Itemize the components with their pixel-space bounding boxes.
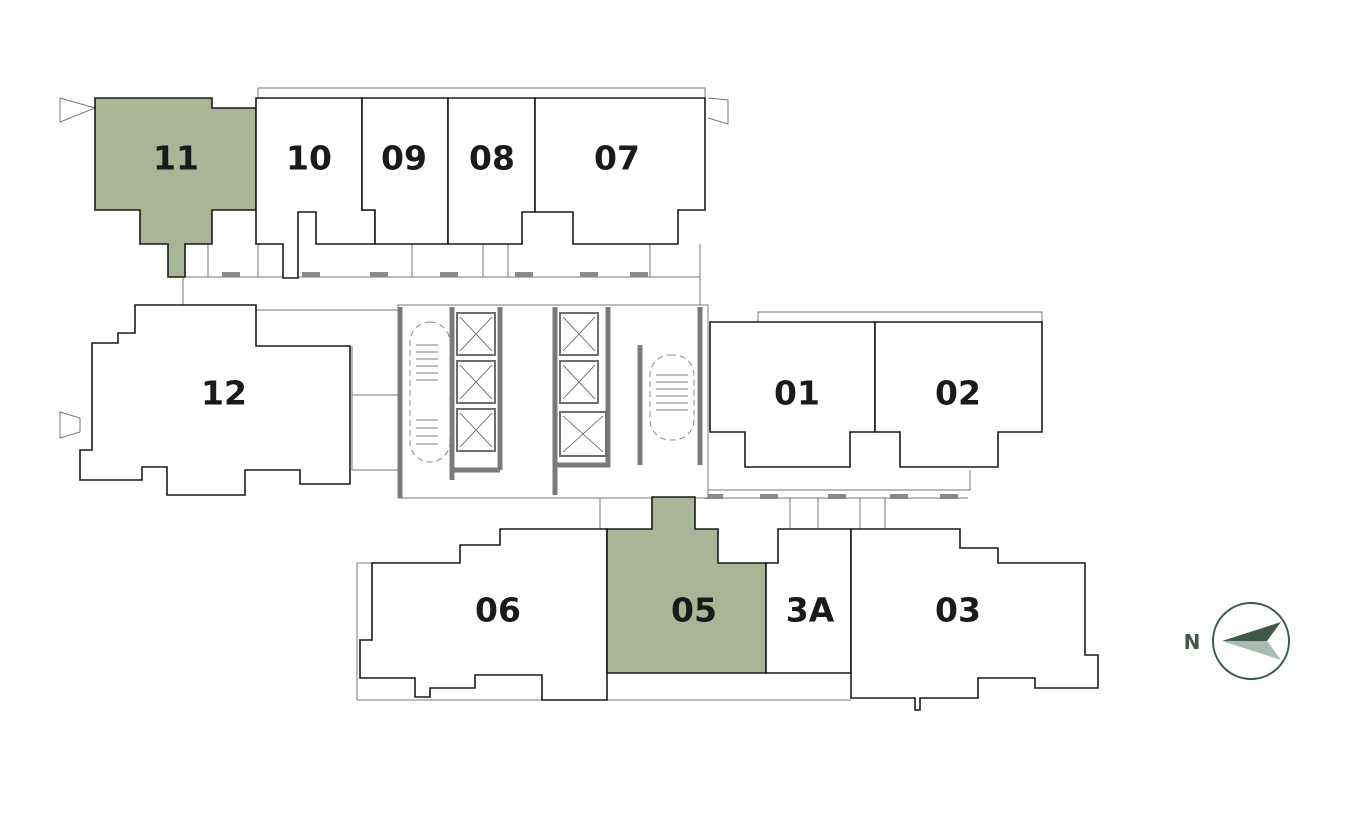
unit-09[interactable]: 09 — [361, 97, 449, 245]
unit-03[interactable]: 03 — [850, 528, 1099, 711]
unit-05[interactable]: 05 — [606, 496, 767, 674]
unit-11[interactable]: 11 — [94, 97, 257, 278]
unit-07[interactable]: 07 — [534, 97, 706, 245]
unit-08[interactable]: 08 — [447, 97, 536, 245]
unit-01[interactable]: 01 — [709, 321, 876, 468]
unit-10[interactable]: 10 — [255, 97, 376, 279]
unit-3a[interactable]: 3A — [765, 528, 852, 674]
compass-north-label: N — [1184, 630, 1201, 654]
unit-12[interactable]: 12 — [79, 304, 351, 496]
compass-arrow-light-icon — [1222, 641, 1281, 660]
unit-02[interactable]: 02 — [874, 321, 1043, 468]
unit-06[interactable]: 06 — [359, 528, 608, 701]
north-compass: N — [1184, 602, 1290, 680]
building-core — [397, 304, 709, 499]
compass-arrow-dark-icon — [1222, 622, 1281, 641]
